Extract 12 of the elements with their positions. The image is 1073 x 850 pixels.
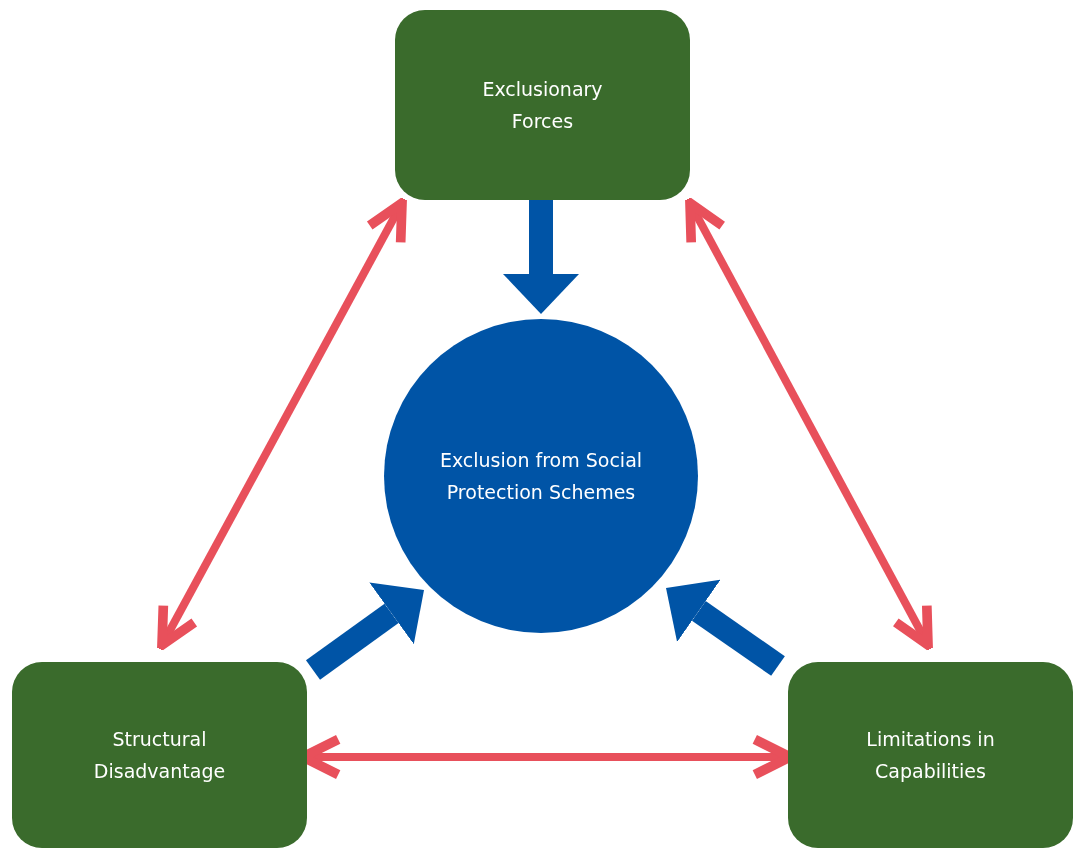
node-label: Structural Disadvantage <box>92 727 227 784</box>
node-label: Limitations in Capabilities <box>865 727 996 784</box>
arrow <box>685 198 933 650</box>
factor-box <box>788 662 1073 848</box>
arrow <box>305 582 424 680</box>
node-label: Exclusion from Social Protection Schemes <box>438 448 644 505</box>
arrow <box>666 579 785 676</box>
factor-box <box>12 662 307 848</box>
arrow <box>157 198 407 650</box>
arrow <box>503 200 579 314</box>
factor-box <box>395 10 690 200</box>
node-label: Exclusionary Forces <box>481 77 604 134</box>
